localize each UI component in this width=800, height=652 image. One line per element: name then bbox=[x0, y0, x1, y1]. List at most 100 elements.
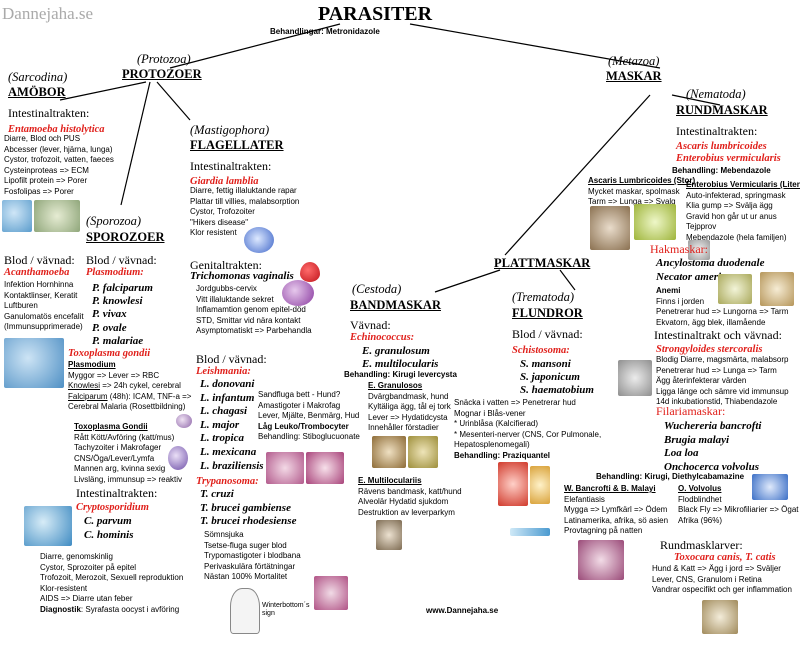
toxoplasma-species: Toxoplasma gondii bbox=[68, 348, 151, 359]
note-line: Anemi bbox=[656, 286, 681, 295]
schistosoma-species: Schistosoma: bbox=[512, 345, 570, 356]
note-line: * Urinblåsa (Kalcifierad) bbox=[454, 419, 539, 428]
amoeba-image bbox=[2, 200, 32, 232]
bandmaskar-treatment: Behandling: Kirugi levercysta bbox=[344, 370, 457, 379]
knowlesi-label: Knowlesi bbox=[68, 381, 101, 390]
flagellater-heading: FLAGELLATER bbox=[190, 138, 284, 152]
acanthamoeba-species: Acanthamoeba bbox=[4, 267, 70, 278]
toxoplasma-notes: Toxoplasma Gondii Rått Kött/Avföring (ka… bbox=[74, 422, 182, 485]
species-item: E. granulosum bbox=[362, 345, 430, 357]
note-line: Diarre, Blod och PUS bbox=[4, 134, 81, 143]
note-line: Hepatosplenomegali) bbox=[454, 440, 530, 449]
note-line: Auto-infekterad, springmask bbox=[686, 190, 786, 200]
note-line: Myggor => Lever => RBC bbox=[68, 370, 160, 380]
note-line: Black Fly => Mikrofiliarier => Ögat bbox=[678, 505, 799, 514]
filariamaskar-list: Wuchereria bancrofti Brugia malayi Loa l… bbox=[664, 420, 761, 474]
footer-url: www.Dannejaha.se bbox=[426, 606, 499, 615]
note-line: Elefantiasis bbox=[564, 494, 605, 504]
onchocerca-image bbox=[752, 474, 788, 500]
note-line: Destruktion av leverparkym bbox=[358, 507, 455, 517]
protozoa-heading: PROTOZOER bbox=[122, 67, 202, 81]
strawberry-icon bbox=[300, 262, 320, 282]
note-line: Diagnostik: Syrafasta oocyst i avföring bbox=[40, 605, 183, 616]
hakmaskar-title: Hakmaskar: bbox=[650, 242, 708, 256]
note-line: Provtagning på natten bbox=[564, 526, 643, 535]
hakmaskar-notes: Anemi Finns i jorden Penetrerar hud => L… bbox=[656, 286, 788, 328]
protozoa-latin: (Protozoa) bbox=[137, 52, 191, 66]
watermark: Dannejaha.se bbox=[2, 4, 94, 23]
note-line: Plattar till villies, malabsorption bbox=[190, 196, 300, 206]
note-line: "Hikers disease" bbox=[190, 217, 249, 227]
note-line: Inflamamtion genom epitel-död bbox=[196, 305, 306, 314]
plattmaskar-heading: PLATTMASKAR bbox=[494, 256, 591, 270]
species-item: Loa loa bbox=[664, 447, 699, 460]
species-item: S. japonicum bbox=[520, 371, 580, 384]
note-line: Perivaskulära förtätningar bbox=[204, 561, 296, 571]
multi-header: E. Multiloculariis bbox=[358, 476, 422, 485]
trichomonas-image bbox=[282, 280, 314, 306]
note-line: Flodblindhet bbox=[678, 494, 722, 504]
note-line: Hund & Katt => Ägg i jord => Sväljer bbox=[652, 564, 781, 573]
note-line: Tarm => Lunga => Svalg bbox=[588, 197, 676, 206]
enterobius-image bbox=[688, 240, 710, 260]
note-line: Abcesser (lever, hjärna, lunga) bbox=[4, 144, 113, 154]
metazoa-heading: MASKAR bbox=[606, 69, 662, 83]
schistosoma-list: S. mansoni S. japonicum S. haematobium bbox=[520, 358, 594, 398]
echinococcus-species: Echinococcus: bbox=[350, 332, 415, 343]
filariamaskar-title: Filariamaskar: bbox=[656, 404, 726, 418]
note-line: Vandrar ospecifikt och ger inflammation bbox=[652, 585, 792, 594]
genital-section: Genitaltrakten: bbox=[190, 258, 262, 272]
trichomonas-notes: Jordgubbs-cervix Vitt illaluktande sekre… bbox=[196, 284, 312, 337]
species-item: T. brucei rhodesiense bbox=[200, 515, 297, 528]
trichomonas-species: Trichomonas vaginalis bbox=[190, 270, 294, 282]
species-item: L. chagasi bbox=[200, 405, 248, 418]
plasmodium-image bbox=[176, 414, 192, 428]
enterobius-notes: Enterobius Vermicularis (Liten) Auto-inf… bbox=[686, 180, 800, 243]
species-item: L. donovani bbox=[200, 378, 255, 390]
species-item: E. multilocularis bbox=[362, 358, 439, 371]
crypto-list: C. parvum C. hominis bbox=[84, 515, 134, 542]
leishmania-species: Leishmania: bbox=[196, 366, 251, 377]
amobor-notes: Diarre, Blod och PUS Abcesser (lever, hj… bbox=[4, 134, 114, 197]
note-line: Nästan 100% Mortalitet bbox=[204, 572, 288, 581]
plasmodium-header: Plasmodium bbox=[68, 360, 116, 369]
multilocularis-notes: E. Multiloculariis Rävens bandmask, katt… bbox=[358, 476, 462, 518]
ascaris-worm-image bbox=[590, 206, 630, 250]
metazoa-latin: (Metazoa) bbox=[608, 54, 660, 68]
echinococcus-image bbox=[408, 436, 438, 468]
species-item: L. infantum bbox=[200, 391, 255, 404]
falciparum-text: (48h): ICAM, TNF-a => bbox=[107, 391, 192, 401]
rundmaskar-latin: (Nematoda) bbox=[686, 87, 746, 101]
species-item: L. tropica bbox=[200, 432, 244, 445]
toxocara-species: Toxocara canis, T. catis bbox=[674, 552, 776, 563]
falciparum-label: Falciparum bbox=[68, 391, 108, 401]
acanthamoeba-image bbox=[4, 338, 64, 388]
leish-treatment: Behandling: Stiboglucuonate bbox=[258, 432, 360, 441]
top-treatment: Behandlingar: Metronidazole bbox=[270, 27, 380, 36]
toxocara-notes: Hund & Katt => Ägg i jord => Sväljer Lev… bbox=[652, 564, 792, 596]
note-line: AIDS => Diarre utan feber bbox=[40, 594, 133, 603]
bandmaskar-section: Vävnad: bbox=[350, 318, 391, 332]
note-line: Lever, Mjälte, Benmärg, Hud bbox=[258, 411, 360, 420]
note-line: Cysteinproteas => ECM bbox=[4, 165, 89, 175]
trypanosoma-notes: Sömnsjuka Tsetse-fluga suger blod Trypom… bbox=[204, 530, 301, 583]
amobor-latin: (Sarcodina) bbox=[8, 70, 68, 84]
note-line: Mebendazole (hela familjen) bbox=[686, 232, 787, 242]
amobor-section: Intestinaltrakten: bbox=[8, 106, 90, 120]
flag-blood-section: Blod / vävnad: bbox=[196, 352, 267, 366]
strongyloides-section: Intestinaltrakt och vävnad: bbox=[654, 328, 782, 342]
note-line: Sandfluga bett - Hund? bbox=[258, 390, 341, 399]
species-item: Ancylostoma duodenale bbox=[656, 257, 765, 269]
plasmodium-species: Plasmodium: bbox=[86, 267, 144, 278]
acanth-section: Blod / vävnad: bbox=[4, 253, 75, 267]
amobor-heading: AMÖBOR bbox=[8, 85, 66, 99]
flundror-latin: (Trematoda) bbox=[512, 290, 575, 304]
page-title: PARASITER bbox=[318, 3, 433, 25]
species-item: P. knowlesi bbox=[92, 295, 143, 308]
note-line: Livsläng, immunsup => reaktiv bbox=[74, 474, 183, 484]
leishmania-image-2 bbox=[306, 452, 344, 484]
amoeba-cyst-image bbox=[34, 200, 80, 232]
note-line: Infektion Hornhinna bbox=[4, 280, 74, 289]
giardia-species: Giardia lamblia bbox=[190, 176, 259, 187]
